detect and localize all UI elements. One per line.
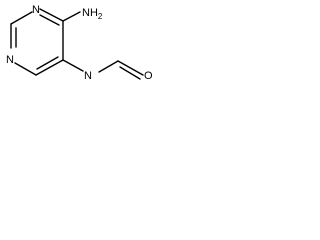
bond-carbonyl-c-o-double [119, 66, 141, 80]
amide-nitrogen-label: N [84, 70, 92, 82]
amino-group-label: NH2 [82, 7, 103, 21]
bond-amide-n-carbon [98, 60, 119, 73]
bond-c4-amino [62, 11, 81, 22]
ring-nitrogen-3-label: N [32, 4, 40, 16]
bond-c6-c5 [35, 59, 64, 76]
pyrimidine-ring [10, 8, 64, 76]
ring-nitrogen-1-label: N [6, 54, 14, 66]
bond-n3-c2 [10, 11, 33, 25]
bond-c4-n3 [39, 8, 64, 22]
bond-c4-n3-double [39, 14, 60, 26]
bond-carbonyl-c-o [117, 60, 144, 76]
chemical-structure: NH2 N N N O [6, 4, 153, 82]
bond-c6-c5-double [36, 56, 59, 70]
bond-n1-c6 [14, 62, 37, 76]
bond-c5-amide-n [62, 59, 84, 72]
carbonyl-oxygen-label: O [144, 70, 153, 82]
